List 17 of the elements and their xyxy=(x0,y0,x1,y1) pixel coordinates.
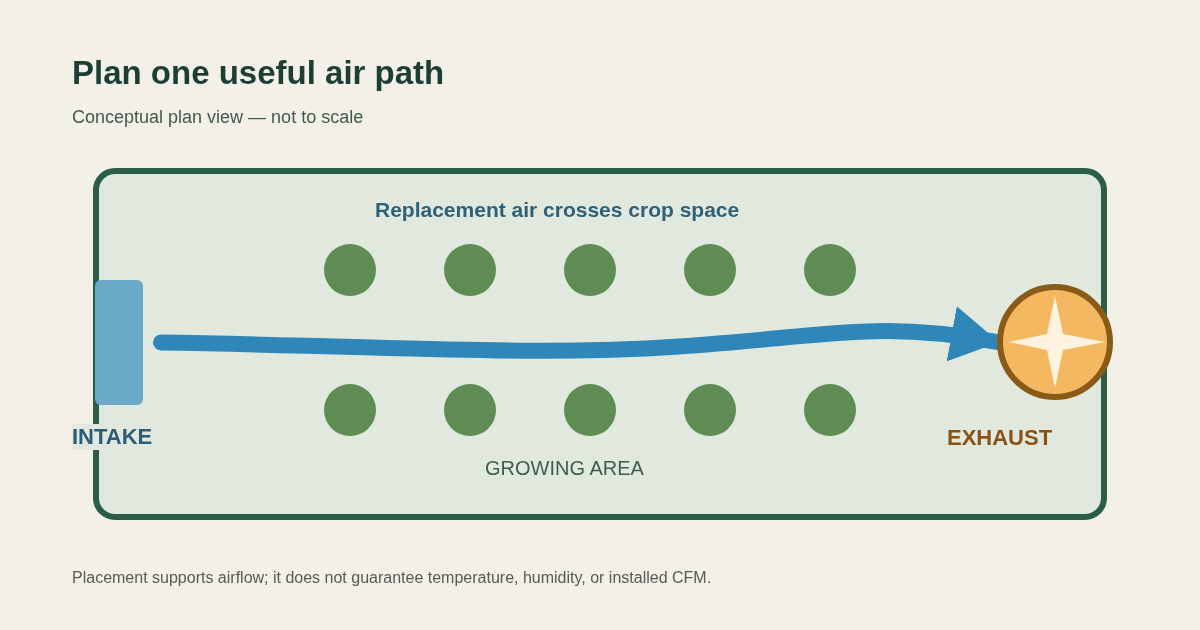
subtitle: Conceptual plan view — not to scale xyxy=(72,107,364,128)
plant-circle xyxy=(444,384,496,436)
footnote: Placement supports airflow; it does not guarantee temperature, humidity, or installed CFM. xyxy=(72,569,712,587)
plant-circle xyxy=(684,244,736,296)
plant-circle xyxy=(804,244,856,296)
plant-circle xyxy=(564,384,616,436)
plant-circle xyxy=(684,384,736,436)
plant-circle xyxy=(804,384,856,436)
section-heading: Replacement air crosses crop space xyxy=(375,198,740,222)
plant-circle xyxy=(564,244,616,296)
plant-circle xyxy=(444,244,496,296)
plant-circle xyxy=(324,384,376,436)
intake-label: INTAKE xyxy=(72,424,153,450)
area-label: GROWING AREA xyxy=(485,457,644,480)
exhaust-label: EXHAUST xyxy=(947,425,1053,451)
title: Plan one useful air path xyxy=(72,54,445,92)
plant-circle xyxy=(324,244,376,296)
